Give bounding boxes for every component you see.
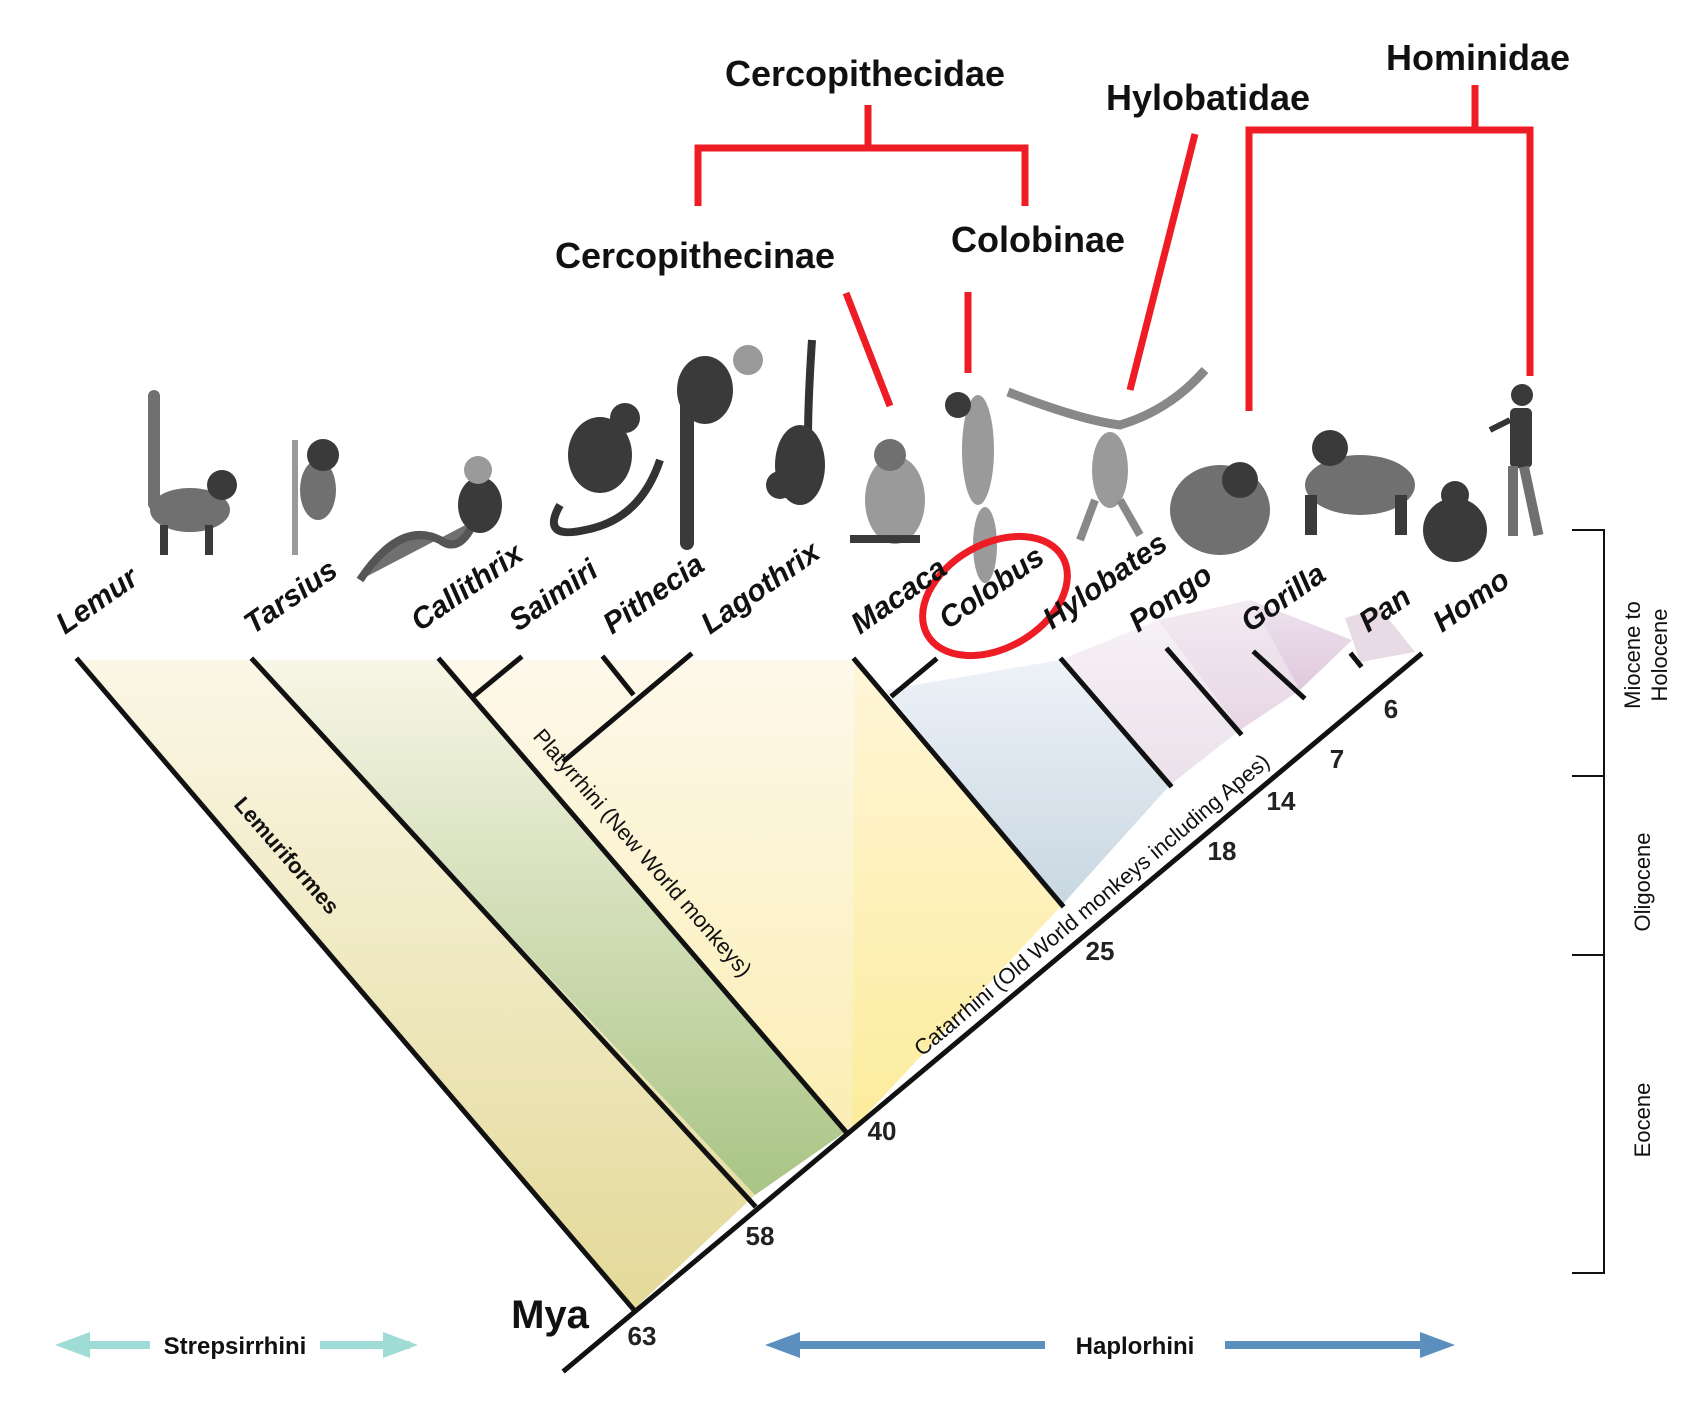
hylobates-band: [885, 660, 1170, 905]
family-brackets: [694, 85, 1534, 660]
time-axis-line: [561, 651, 1424, 1374]
branch-platyrrhini: [436, 656, 850, 1136]
colobinae-label: Colobinae: [951, 219, 1125, 260]
hylobates-icon: [1006, 367, 1209, 542]
age-40: 40: [868, 1116, 897, 1146]
branch-colobus: [889, 656, 939, 699]
colobus-icon: [945, 392, 997, 583]
branch-tarsius: [249, 656, 758, 1209]
homo-icon: [1488, 384, 1544, 537]
pan-band: [1250, 600, 1352, 690]
age-labels: 63 58 40 25 18 14 7 6 Mya: [511, 694, 1398, 1351]
catarrhini-band: [852, 660, 1062, 1130]
pongo-icon: [1170, 462, 1270, 555]
macaca-icon: [850, 439, 925, 544]
strepsirrhini-label: Strepsirrhini: [164, 1333, 307, 1360]
mya-label: Mya: [511, 1293, 590, 1337]
age-7: 7: [1330, 744, 1344, 774]
haplorhini-label: Haplorhini: [1076, 1333, 1195, 1360]
lemur-icon: [148, 390, 237, 555]
taxon-pithecia: Pithecia: [597, 548, 710, 641]
epoch-oligocene: Oligocene: [1630, 832, 1655, 931]
age-6: 6: [1384, 694, 1398, 724]
branch-lemur: [74, 656, 638, 1314]
branch-saimiri: [471, 654, 524, 699]
gorilla-icon: [1305, 430, 1415, 535]
taxon-tarsius: Tarsius: [238, 553, 343, 641]
callithrix-icon: [356, 456, 502, 583]
hominidae-bracket: [1245, 126, 1534, 411]
branch-macaca: [851, 656, 1066, 909]
branch-hylobates: [1058, 656, 1174, 789]
hominidae-label: Hominidae: [1386, 37, 1570, 78]
taxon-lagothrix: Lagothrix: [695, 535, 827, 641]
epoch-eocene: Eocene: [1630, 1083, 1655, 1158]
age-58: 58: [746, 1221, 775, 1251]
cercopithecidae-label: Cercopithecidae: [725, 53, 1005, 94]
pan-icon: [1423, 481, 1487, 562]
tarsius-band: [250, 660, 848, 1195]
epoch-scale: Miocene to Holocene Oligocene Eocene: [1572, 529, 1672, 1274]
branch-pan: [1348, 651, 1364, 669]
animal-silhouettes: [148, 339, 1544, 583]
saimiri-icon: [549, 403, 664, 537]
colobus-highlight-ellipse: [919, 532, 1071, 660]
pithecia-icon: [677, 345, 763, 550]
age-25: 25: [1086, 936, 1115, 966]
pan-top-band: [1345, 608, 1415, 662]
epoch-miocene-line2: Holocene: [1647, 609, 1672, 702]
gorilla-band: [1158, 600, 1300, 730]
taxon-lemur: Lemur: [50, 560, 146, 641]
haplorhini-arrow: Haplorhini: [765, 1328, 1455, 1362]
tarsius-icon: [292, 439, 339, 555]
branch-gorilla: [1251, 649, 1307, 701]
hylobatidae-pointer: [1126, 133, 1199, 391]
lemur-band: [75, 660, 755, 1310]
hylobatidae-label: Hylobatidae: [1106, 77, 1310, 118]
cercopithecidae-bracket: [694, 144, 1029, 206]
cercopithecinae-label: Cercopithecinae: [555, 235, 835, 276]
branch-pithecia-lagothrix: [561, 651, 694, 764]
taxon-homo: Homo: [1427, 563, 1516, 639]
tree-branches: [74, 646, 1424, 1374]
age-63: 63: [628, 1321, 657, 1351]
branch-pongo: [1164, 646, 1244, 737]
family-labels: Cercopithecidae Hylobatidae Hominidae Ce…: [555, 37, 1570, 276]
epoch-miocene-line1: Miocene to: [1620, 601, 1645, 709]
branch-pithecia: [600, 654, 636, 697]
taxon-macaca: Macaca: [845, 552, 953, 641]
cercopithecinae-pointer: [842, 291, 894, 408]
age-14: 14: [1267, 786, 1296, 816]
pongo-band: [1060, 620, 1240, 785]
lagothrix-icon: [766, 339, 825, 505]
strepsirrhini-arrow: Strepsirrhini: [55, 1328, 418, 1362]
age-18: 18: [1208, 836, 1237, 866]
